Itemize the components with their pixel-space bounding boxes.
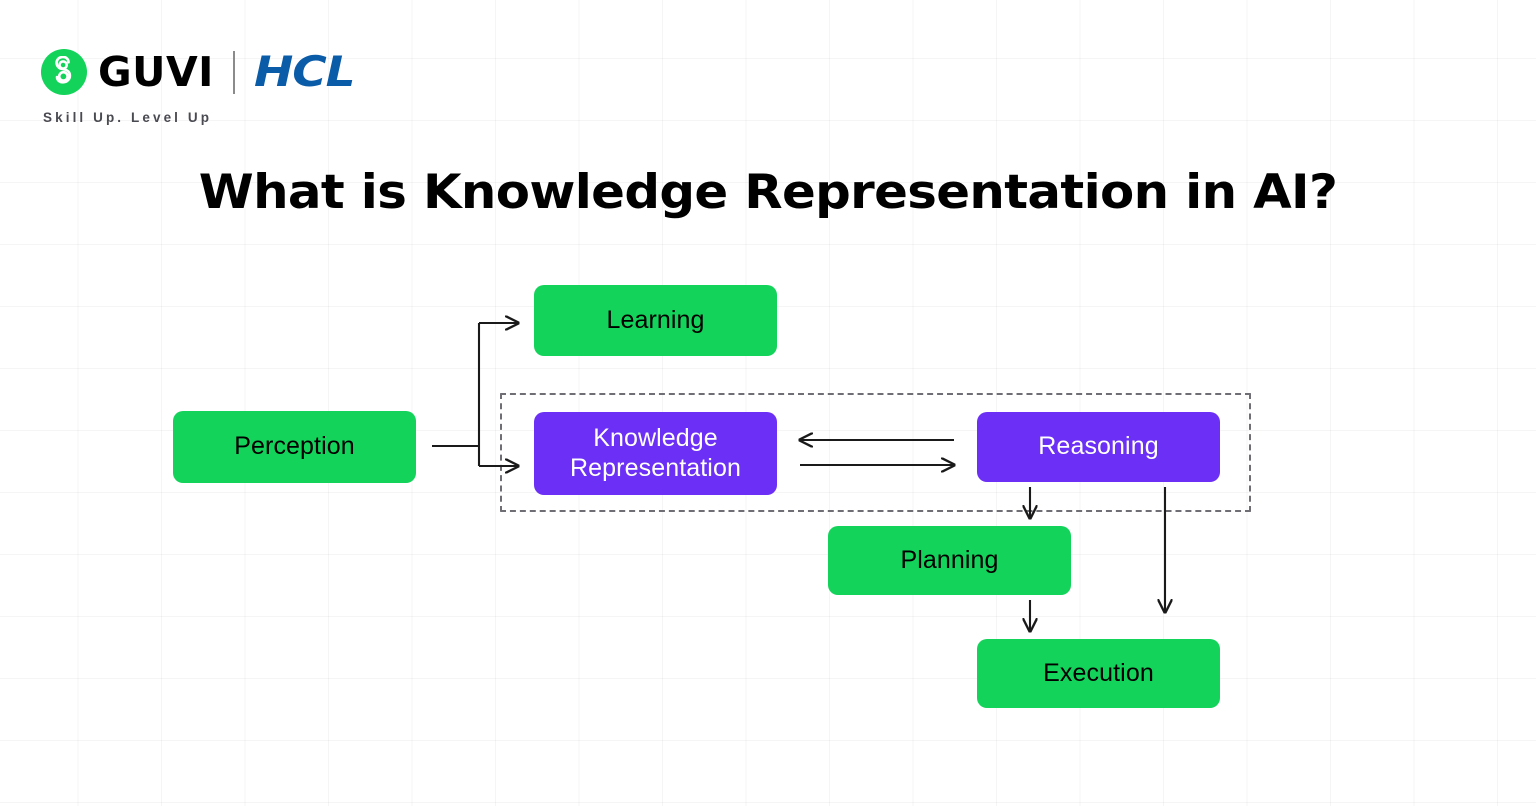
brand-header: GUVI HCL Skill Up. Level Up [41,44,356,125]
node-learning[interactable]: Learning [534,285,777,356]
node-kr-label-line1: Knowledge [593,424,718,452]
guvi-wordmark: GUVI [98,47,214,96]
brand-tagline: Skill Up. Level Up [43,110,213,125]
hcl-wordmark: HCL [253,47,356,96]
logo-row: GUVI HCL [41,44,356,100]
brand-divider [232,50,235,94]
node-kr-label: Knowledge Representation [570,424,741,483]
node-reasoning[interactable]: Reasoning [977,412,1220,482]
node-execution[interactable]: Execution [977,639,1220,708]
node-kr-label-line2: Representation [570,453,741,482]
node-planning[interactable]: Planning [828,526,1071,595]
node-knowledge-representation[interactable]: Knowledge Representation [534,412,777,495]
node-perception[interactable]: Perception [173,411,416,483]
core-group-dashed-box [500,393,1251,512]
page-title: What is Knowledge Representation in AI? [198,165,1338,220]
guvi-logo-icon [41,49,87,95]
